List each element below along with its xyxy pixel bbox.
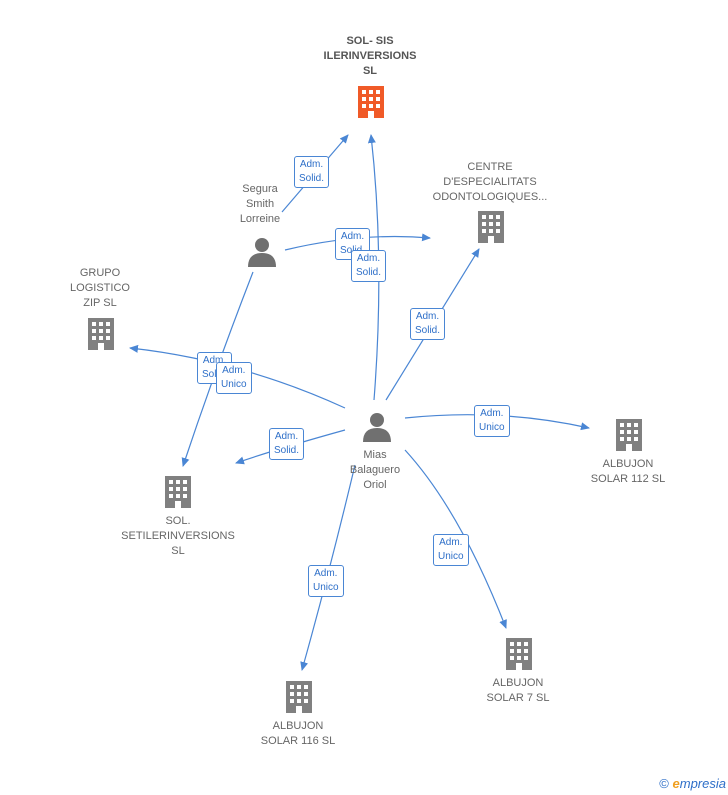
role-badge-mias-grupo[interactable]: Adm. Unico — [216, 362, 252, 394]
role-badge-mias-albujon-116[interactable]: Adm. Unico — [308, 565, 344, 597]
footer-brand: © empresia — [659, 776, 726, 791]
node-label-sol-setiler[interactable]: SOL. SETILERINVERSIONS SL — [121, 515, 235, 557]
role-badge-segura-sol-sis[interactable]: Adm. Solid. — [294, 156, 330, 188]
node-label-sol-sis[interactable]: SOL- SIS ILERINVERSIONS SL — [323, 35, 417, 77]
edge-mias-albujon-7 — [404, 449, 507, 629]
building-icon — [506, 638, 532, 670]
role-badge-mias-albujon-7[interactable]: Adm. Unico — [433, 534, 469, 566]
building-icon — [88, 318, 114, 350]
node-label-centre[interactable]: CENTRE D'ESPECIALITATS ODONTOLOGIQUES... — [432, 161, 548, 203]
building-icon — [165, 476, 191, 508]
building-icon — [286, 681, 312, 713]
copyright-symbol: © — [659, 776, 669, 791]
node-label-albujon-116[interactable]: ALBUJON SOLAR 116 SL — [260, 720, 336, 747]
role-badge-mias-sol-sis[interactable]: Adm. Solid. — [351, 250, 387, 282]
node-label-albujon-112[interactable]: ALBUJON SOLAR 112 SL — [590, 458, 666, 485]
building-icon — [616, 419, 642, 451]
person-icon — [363, 413, 391, 442]
brand-logo: empresia — [672, 776, 726, 791]
building-icon — [358, 86, 384, 118]
role-badge-mias-centre[interactable]: Adm. Solid. — [410, 308, 446, 340]
building-icon — [478, 211, 504, 243]
node-label-segura[interactable]: Segura Smith Lorreine — [239, 183, 281, 225]
node-label-mias[interactable]: Mias Balaguero Oriol — [349, 449, 401, 491]
role-badge-mias-albujon-112[interactable]: Adm. Unico — [474, 405, 510, 437]
person-icon — [248, 238, 276, 267]
role-badge-mias-sol-setiler[interactable]: Adm. Solid. — [269, 428, 305, 460]
node-label-albujon-7[interactable]: ALBUJON SOLAR 7 SL — [486, 677, 550, 704]
node-label-grupo[interactable]: GRUPO LOGISTICO ZIP SL — [70, 267, 130, 309]
